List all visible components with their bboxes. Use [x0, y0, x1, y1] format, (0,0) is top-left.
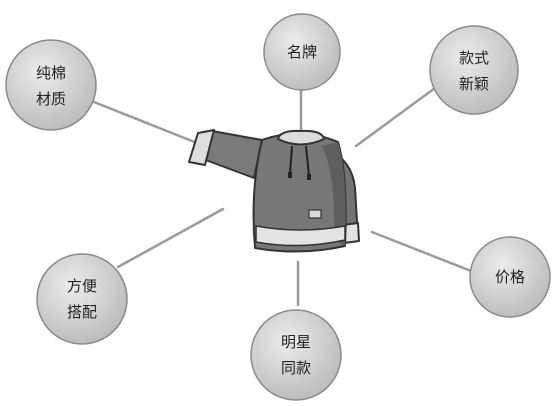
sweater-drawstring-tip — [288, 172, 292, 178]
sweater-collar — [276, 129, 326, 146]
node-brand-line-1: 名牌 — [287, 43, 317, 61]
connectors — [92, 86, 473, 307]
node-matching: 方便 搭配 — [36, 253, 128, 345]
sweater-shadow — [322, 142, 346, 246]
node-matching-line-1: 方便 — [67, 277, 97, 295]
node-matching-line-2: 搭配 — [67, 303, 97, 321]
node-style-line-2: 新颖 — [459, 75, 489, 93]
sweater-pocket-label — [308, 209, 322, 219]
node-price-line-1: 价格 — [495, 268, 525, 286]
node-celebrity: 明星 同款 — [250, 309, 342, 401]
connector-material — [92, 100, 199, 145]
node-material: 纯棉 材质 — [5, 39, 97, 131]
connector-price — [370, 230, 473, 273]
connector-style — [354, 86, 437, 148]
node-matching-circle — [36, 253, 128, 345]
sweater-drawstring-tip — [307, 174, 311, 180]
node-style-circle — [429, 25, 519, 115]
sweater-hem-stripe — [255, 225, 346, 247]
sweater-drawstring-left — [289, 145, 293, 175]
node-celebrity-line-2: 同款 — [281, 359, 311, 377]
node-price-circle — [469, 236, 551, 318]
node-style-line-1: 款式 — [459, 49, 489, 67]
node-brand: 名牌 — [263, 13, 341, 91]
node-price: 价格 — [469, 236, 551, 318]
node-celebrity-circle — [250, 309, 342, 401]
sweater-drawstring-right — [305, 145, 310, 177]
node-celebrity-line-1: 明星 — [281, 333, 311, 351]
sweater-left-cuff — [188, 129, 215, 166]
node-style: 款式 新颖 — [429, 25, 519, 115]
node-material-circle — [5, 39, 97, 131]
connector-matching — [116, 207, 225, 269]
node-material-line-1: 纯棉 — [36, 64, 66, 82]
node-material-line-2: 材质 — [36, 90, 66, 108]
node-brand-circle — [263, 13, 341, 91]
sweater-icon — [188, 129, 360, 253]
